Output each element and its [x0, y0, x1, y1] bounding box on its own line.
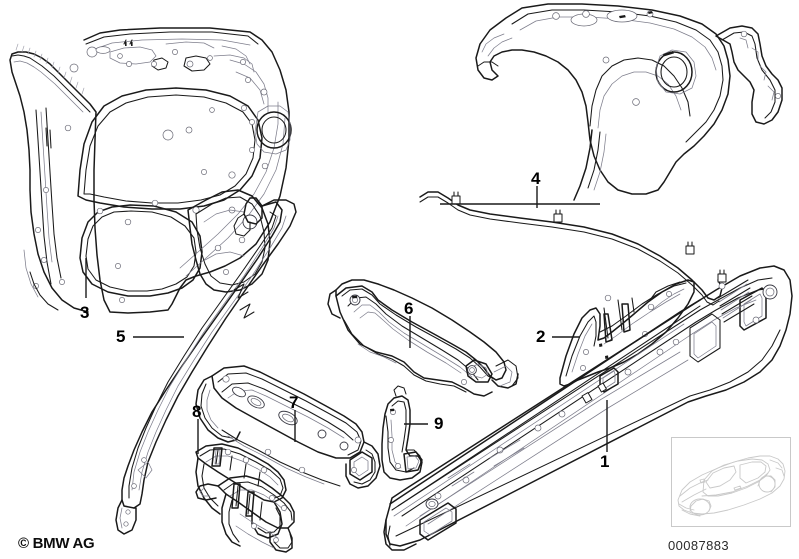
part-rear-quarter-inner-panel — [475, 3, 783, 201]
part-pillar-gusset — [381, 385, 423, 481]
part-body-side-frame-inner — [9, 27, 292, 314]
callout-label-9: 9 — [434, 414, 444, 433]
callout-label-6: 6 — [404, 299, 414, 318]
drawing-number: 00087883 — [668, 538, 730, 553]
callout-label-4: 4 — [531, 169, 541, 188]
vehicle-silhouette-icon — [677, 455, 786, 517]
part-rocker-sill-panel — [383, 265, 793, 551]
part-floor-crossmember — [195, 365, 381, 489]
part-a-pillar-reinforcement — [115, 197, 297, 535]
callout-label-1: 1 — [600, 452, 610, 471]
part-roof-rail-trim-strip — [419, 191, 727, 306]
part-seat-crossmember — [327, 279, 519, 397]
vehicle-thumbnail-box — [671, 437, 791, 527]
part-seat-mount-bracket — [195, 443, 295, 553]
callout-label-3: 3 — [80, 303, 90, 322]
callout-label-5: 5 — [116, 327, 126, 346]
callout-label-8: 8 — [192, 402, 202, 421]
copyright-notice: © BMW AG — [18, 535, 95, 552]
callout-leader-lines — [85, 186, 608, 454]
callout-label-2: 2 — [536, 327, 546, 346]
callout-label-7: 7 — [289, 393, 299, 412]
